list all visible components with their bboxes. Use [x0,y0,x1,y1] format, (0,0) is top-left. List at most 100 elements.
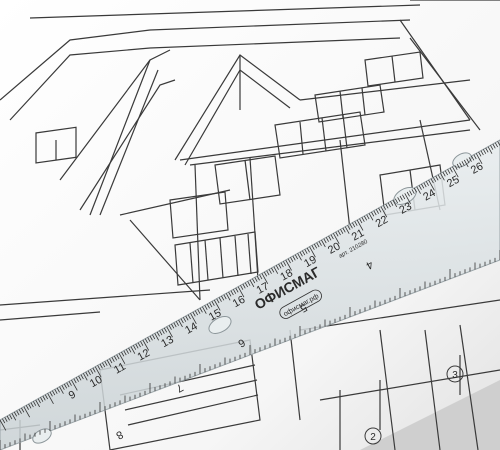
ruler-tick [378,207,382,213]
ruler-tick [416,186,421,194]
ruler-tick [449,167,453,173]
ruler-tick [182,317,187,322]
ruler-number: 6 [236,336,247,349]
ruler-tick [47,393,54,404]
ruler-number: 25 [445,174,462,190]
ruler-tick [299,251,303,257]
ruler-number: 12 [136,347,153,363]
ruler-tick [304,249,308,254]
ruler-tick [254,277,258,282]
ruler-tick [325,237,329,242]
ruler-tick [318,241,322,246]
ruler-tick [4,417,8,422]
ruler-tick [335,231,339,237]
ruler-tick [471,155,475,161]
ruler-number: 13 [159,334,176,350]
ruler-tick [18,409,22,414]
ruler-tick [492,143,496,149]
ruler-tick [66,382,70,388]
ruler-tick [490,145,494,150]
ruler-tick [259,274,263,280]
ruler-tick [199,307,203,313]
ruler-tick [28,403,32,409]
ruler-tick [342,227,346,233]
ruler-tick [144,338,149,344]
ruler-tick [385,203,389,209]
ruler-tick [344,226,350,234]
ruler-tick [163,327,168,333]
ruler-tick [382,205,387,210]
ruler-tick [411,189,415,194]
ruler-tick [125,349,129,354]
ruler-tick [99,363,103,369]
ruler-tick [180,318,184,324]
ruler-tick [373,210,377,216]
ruler-tick [452,166,459,178]
ruler-tick [397,197,401,202]
ruler-tick [266,270,270,276]
ruler-tick [80,374,84,380]
ruler-tick [132,345,137,350]
ruler-tick [94,366,102,378]
ruler-tick [447,169,451,174]
ruler-tick [21,407,25,413]
ruler-tick [25,405,29,410]
ruler-tick [30,402,34,408]
ruler-number: 19 [302,254,319,270]
ruler-tick [242,283,246,289]
ruler-tick [271,267,275,273]
ruler-tick [399,195,403,201]
ruler-tick [221,295,225,301]
ruler-tick [368,213,374,221]
ruler-tick [104,361,108,366]
ruler-tick [292,255,296,261]
ruler-number: 15 [207,307,224,323]
ruler-tick [485,147,489,153]
ruler-tick [175,321,179,326]
ruler-number: 18 [278,267,295,283]
ruler-tick [468,157,472,162]
ruler-tick [454,165,458,170]
ruler-tick [280,262,284,268]
ruler-tick [461,161,465,166]
ruler-tick [35,399,40,408]
ruler-tick [487,146,493,154]
ruler-tick [121,351,125,357]
ruler-tick [240,285,244,290]
ruler-tick [478,151,482,157]
ruler-tick [92,367,96,373]
ruler-tick [159,330,163,336]
ruler-tick [294,254,299,260]
ruler-number: 21 [350,227,367,243]
ruler-tick [211,301,215,306]
ruler-tick [13,411,18,417]
ruler-tick [444,170,449,176]
ruler-tick [306,247,310,253]
ruler-tick [273,266,279,274]
ruler-tick [213,299,221,311]
ruler-tick [459,162,463,168]
circle-marker-2: 2 [364,427,382,445]
ruler-tick [361,217,365,222]
ruler-tick [363,215,368,221]
ruler-number: 10 [88,374,105,390]
ruler-tick [149,335,153,341]
ruler-tick [425,181,429,186]
ruler-tick [494,142,499,148]
ruler-tick [409,190,413,196]
ruler-top-ticks [0,140,500,431]
ruler-number: 23 [397,200,414,216]
ruler-tick [90,369,94,374]
ruler-tick [244,282,249,288]
ruler-tick [209,302,213,308]
ruler-tick [63,383,68,389]
ruler-tick [418,185,422,190]
ruler-number: 7 [174,381,185,394]
ruler-tick [56,387,60,393]
ruler-tick [137,342,141,348]
ruler-tick [466,158,470,164]
ruler-tick [130,346,136,354]
